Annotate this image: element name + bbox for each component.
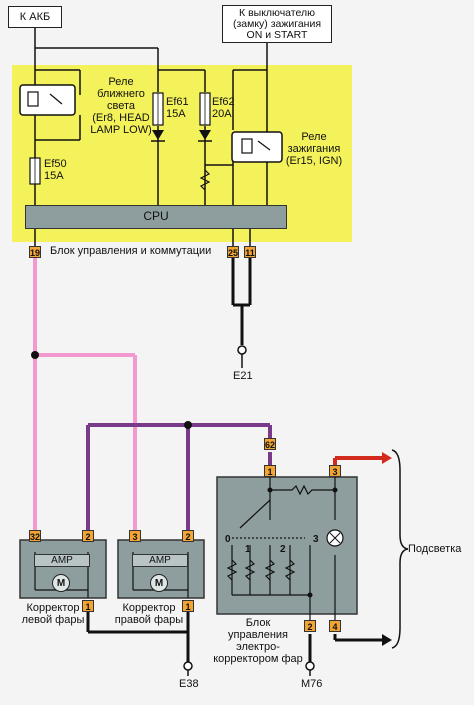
low-beam-relay-label: Реле ближнего света (Er8, HEAD LAMP LOW) (90, 76, 152, 136)
right-motor-icon: M (150, 574, 168, 592)
ecu-position-3: 3 (313, 534, 319, 545)
ground-m76-label: M76 (301, 678, 323, 690)
pin-2-ecu: 2 (304, 620, 316, 632)
fuse-ef61-label: Ef61 15A (166, 96, 189, 120)
ecu-position-0: 0 (225, 534, 231, 545)
ignition-switch-label: К выключателю (замку) зажигания ON и STA… (222, 5, 332, 43)
fuse-ef62-label: Ef62 20A (212, 96, 235, 120)
ecu-position-2: 2 (280, 544, 286, 555)
ignition-relay-box (231, 131, 283, 163)
ignition-relay-label: Реле зажигания (Er15, IGN) (285, 131, 343, 167)
pin-11: 11 (244, 246, 256, 258)
right-corrector-label: Корректор правой фары (114, 602, 184, 626)
pin-19: 19 (29, 246, 41, 258)
ground-e21-label: E21 (233, 370, 253, 382)
ecu-position-1: 1 (245, 544, 251, 555)
right-amp: AMP (132, 554, 188, 567)
backlight-brace (391, 449, 409, 649)
pin-1-right: 1 (182, 600, 194, 612)
pin-25: 25 (227, 246, 239, 258)
pin-2-left: 2 (82, 530, 94, 542)
backlight-label: Подсветка (408, 543, 462, 555)
pin-3-right: 3 (129, 530, 141, 542)
battery-label: К АКБ (8, 6, 62, 28)
pin-3-ecu: 3 (329, 465, 341, 477)
cpu-block: CPU (25, 205, 287, 229)
control-unit-name: Блок управления и коммутации (50, 245, 212, 257)
pin-1-ecu: 1 (264, 465, 276, 477)
pin-32-left: 32 (29, 530, 41, 542)
ground-e38-label: E38 (179, 678, 199, 690)
left-amp: AMP (34, 554, 90, 567)
pin-62: 62 (264, 438, 276, 450)
ecu-label: Блок управления электро- корректором фар (213, 617, 303, 665)
fuse-ef50-label: Ef50 15A (44, 158, 67, 182)
diode-2 (199, 130, 211, 140)
pin-2-right: 2 (182, 530, 194, 542)
pin-4-ecu: 4 (329, 620, 341, 632)
resistor (199, 169, 211, 191)
diode-1 (152, 130, 164, 140)
pin-1-left: 1 (82, 600, 94, 612)
left-corrector-label: Корректор левой фары (21, 602, 85, 626)
left-motor-icon: M (52, 574, 70, 592)
